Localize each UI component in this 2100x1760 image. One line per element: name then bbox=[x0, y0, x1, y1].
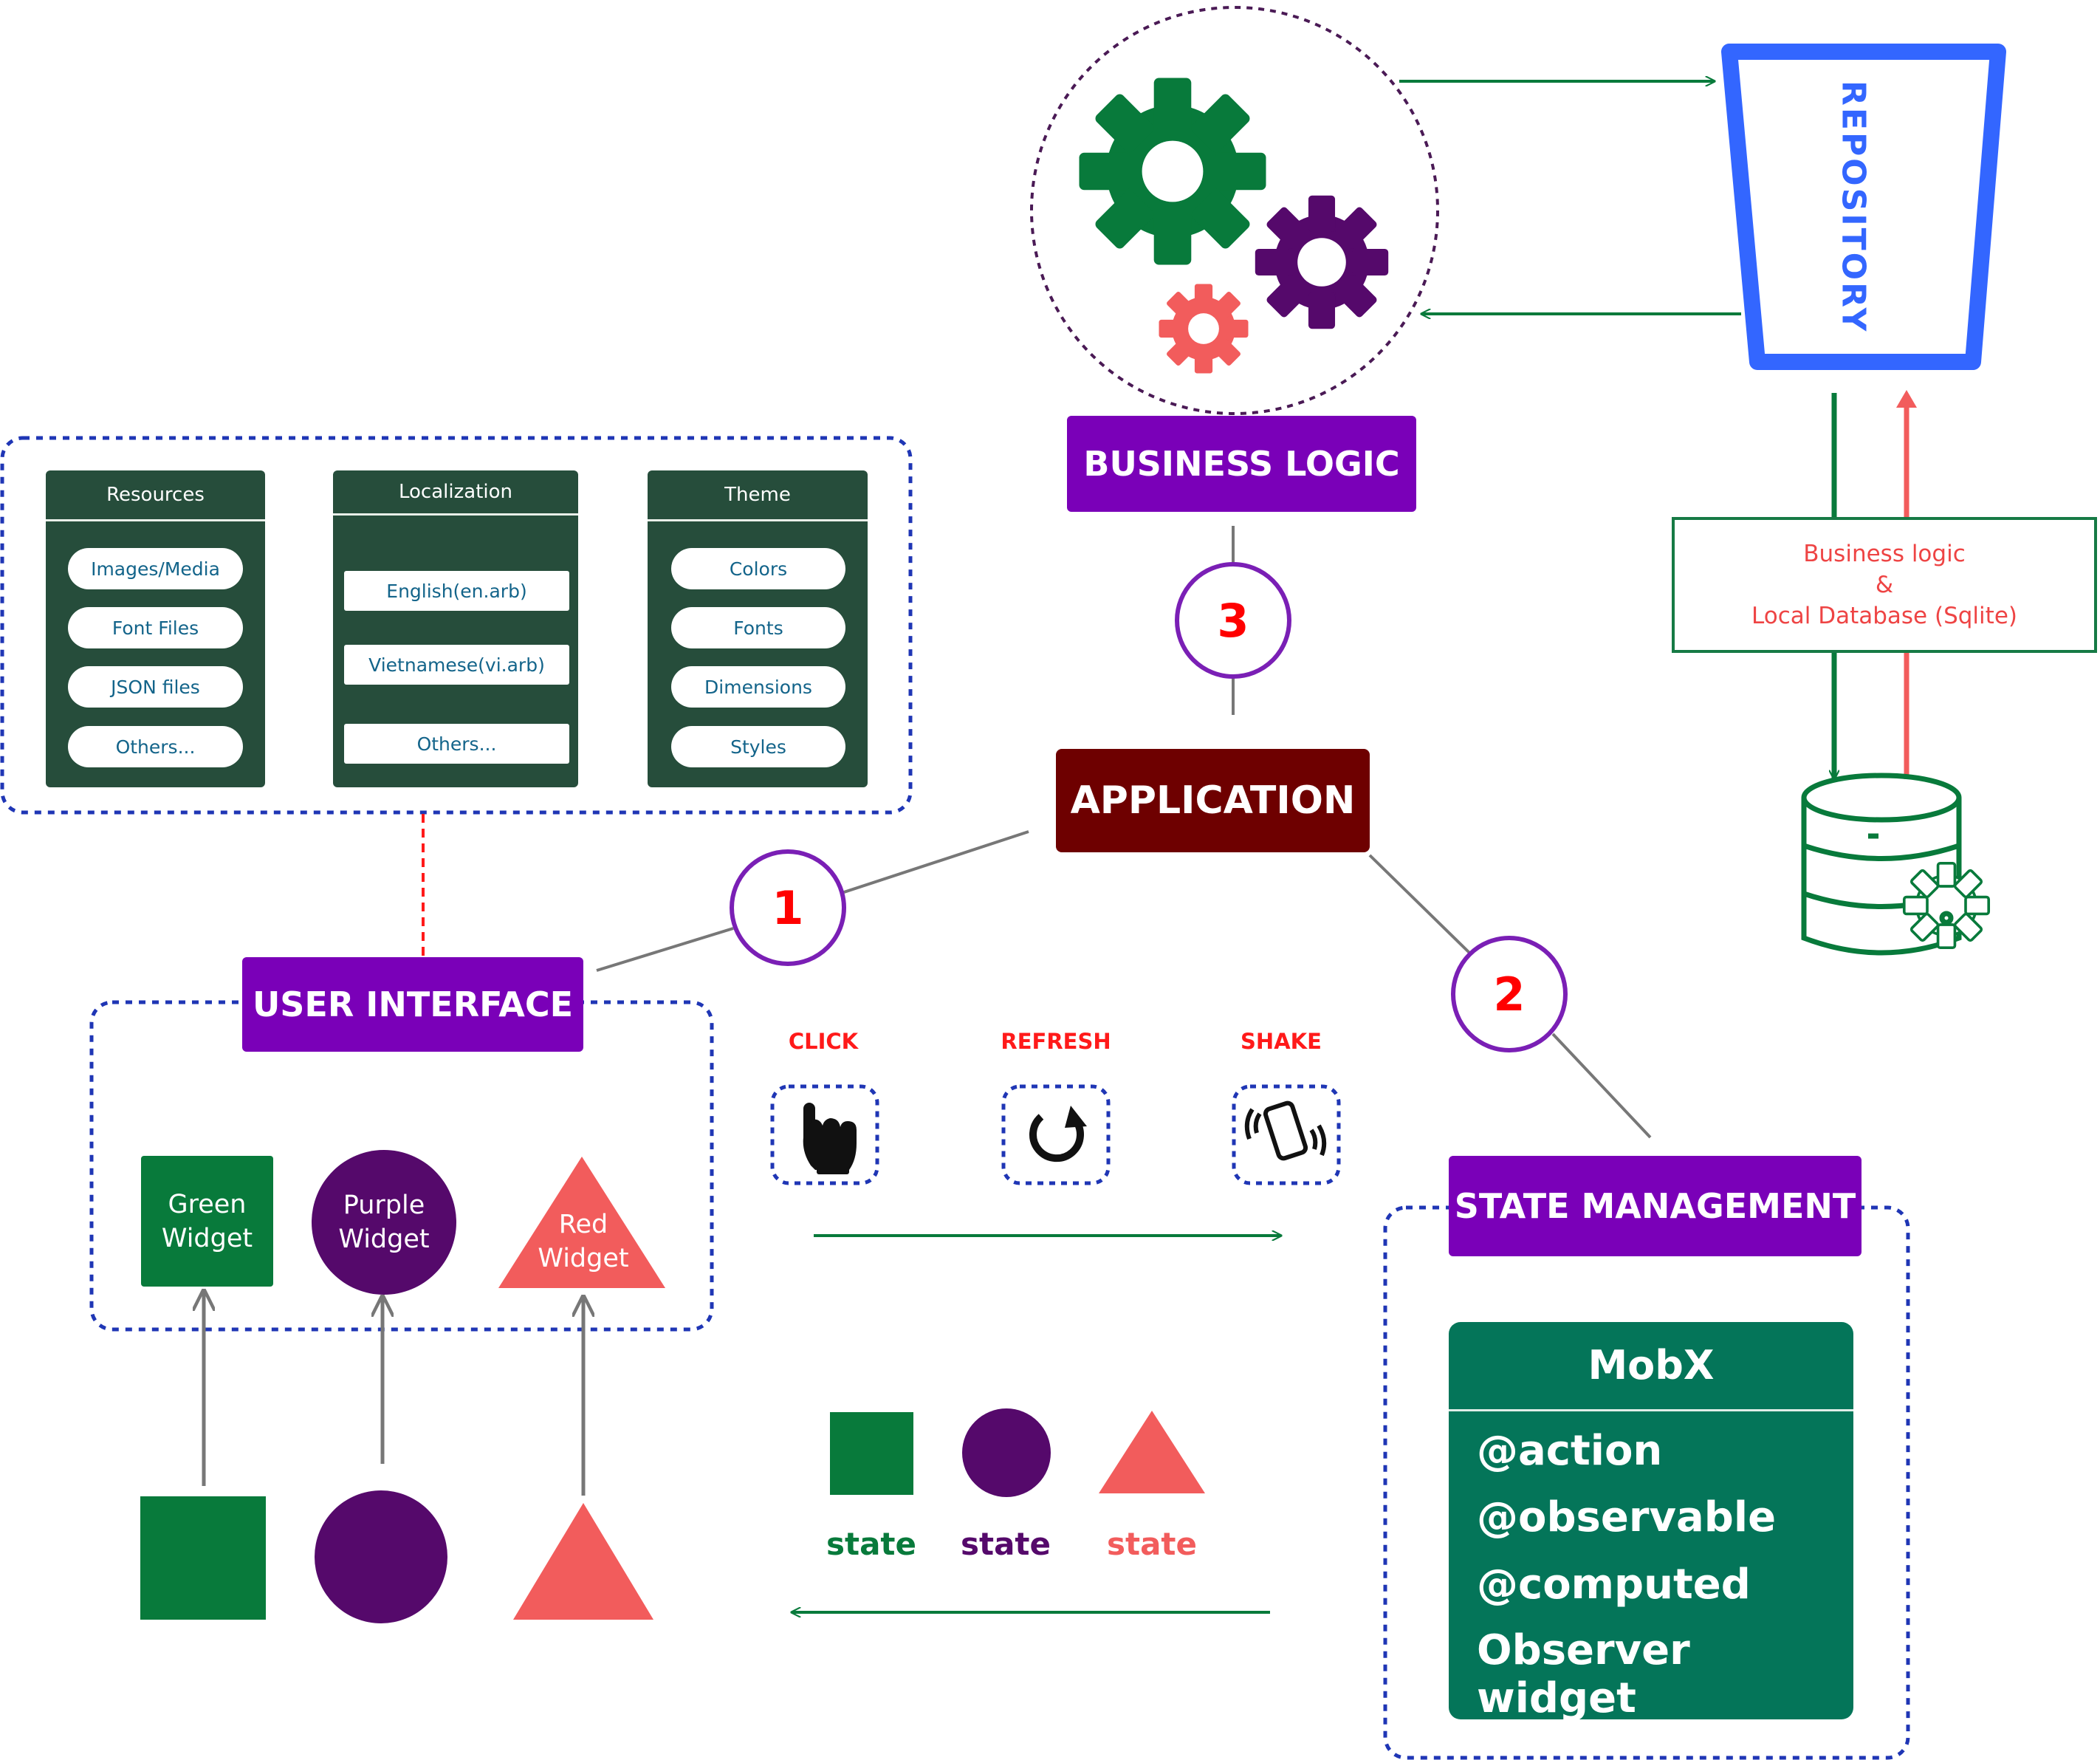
click-label: CLICK bbox=[788, 1029, 859, 1054]
mobx-item-observer-widget: Observer widget bbox=[1477, 1626, 1690, 1722]
resource-item: Font Files bbox=[68, 607, 243, 648]
refresh-icon bbox=[1029, 1114, 1084, 1163]
mobx-divider bbox=[1449, 1409, 1853, 1411]
localization-panel: Localization English(en.arb) Vietnamese(… bbox=[333, 470, 578, 787]
mobx-item-observable: @observable bbox=[1477, 1493, 1777, 1541]
resource-item: Others... bbox=[68, 726, 243, 767]
step-circle-1 bbox=[730, 849, 846, 966]
resource-item: Images/Media bbox=[68, 548, 243, 589]
repository-note-line: Business logic bbox=[1803, 541, 1966, 567]
theme-title: Theme bbox=[648, 470, 868, 521]
resource-item: JSON files bbox=[68, 666, 243, 708]
step-number-3: 3 bbox=[1217, 593, 1249, 648]
step-number-1: 1 bbox=[772, 880, 804, 935]
gear-icon-green bbox=[1079, 78, 1266, 265]
user-interface-label: USER INTERFACE bbox=[242, 957, 583, 1052]
click-icon-box bbox=[770, 1084, 879, 1185]
gear-icon-purple bbox=[1255, 195, 1389, 329]
business-logic-label: BUSINESS LOGIC bbox=[1067, 416, 1416, 512]
refresh-label: REFRESH bbox=[1001, 1029, 1111, 1054]
theme-panel: Theme Colors Fonts Dimensions Styles bbox=[648, 470, 868, 787]
theme-item: Dimensions bbox=[671, 666, 845, 708]
app-to-1-line bbox=[843, 830, 1029, 894]
resources-title: Resources bbox=[46, 470, 265, 521]
db-to-repo-arrowhead bbox=[1896, 390, 1917, 408]
localization-item: Vietnamese(vi.arb) bbox=[344, 645, 569, 685]
localization-title: Localization bbox=[333, 470, 578, 516]
state-management-label: STATE MANAGEMENT bbox=[1449, 1156, 1861, 1256]
purple-state-label: state bbox=[961, 1525, 1051, 1562]
mobx-item-action: @action bbox=[1477, 1427, 1663, 1475]
localization-item: Others... bbox=[344, 724, 569, 764]
green-state-shape-large bbox=[140, 1496, 266, 1620]
localization-item: English(en.arb) bbox=[344, 571, 569, 611]
resources-panel: Resources Images/Media Font Files JSON f… bbox=[46, 470, 265, 787]
repository-note-box: Business logic & Local Database (Sqlite) bbox=[1672, 517, 2097, 653]
red-state-shape-small bbox=[1099, 1411, 1205, 1493]
app-to-2-line bbox=[1368, 854, 1471, 954]
purple-widget-label: Purple Widget bbox=[338, 1191, 430, 1254]
theme-item: Styles bbox=[671, 726, 845, 767]
resources-container bbox=[0, 436, 913, 815]
theme-item: Colors bbox=[671, 548, 845, 589]
refresh-arrowhead bbox=[1065, 1106, 1087, 1128]
mobx-title: MobX bbox=[1588, 1341, 1715, 1389]
theme-item: Fonts bbox=[671, 607, 845, 648]
shake-label: SHAKE bbox=[1241, 1029, 1322, 1054]
gear-icon-red bbox=[1159, 284, 1249, 374]
database-icon bbox=[1801, 773, 1991, 956]
purple-state-shape-small bbox=[962, 1408, 1051, 1497]
red-state-label: state bbox=[1107, 1525, 1197, 1562]
green-widget-shape bbox=[141, 1156, 273, 1287]
2-to-sm-line bbox=[1551, 1033, 1652, 1139]
refresh-icon-box bbox=[1001, 1084, 1111, 1185]
hand-pointer-icon bbox=[803, 1103, 857, 1174]
step-circle-2 bbox=[1451, 936, 1568, 1052]
red-widget-label: Red Widget bbox=[538, 1210, 629, 1273]
purple-state-shape-large bbox=[315, 1490, 447, 1623]
shake-phone-icon bbox=[1244, 1100, 1327, 1161]
mobx-item-computed: @computed bbox=[1477, 1561, 1751, 1609]
step-circle-3 bbox=[1175, 562, 1291, 679]
repository-label: REPOSITORY bbox=[1834, 80, 1873, 334]
step-number-2: 2 bbox=[1493, 967, 1526, 1021]
business-logic-circle bbox=[1030, 6, 1439, 415]
1-to-ui-line bbox=[596, 927, 734, 972]
mobx-card: MobX @action @observable @computed Obser… bbox=[1449, 1322, 1853, 1722]
repository-note-line: & bbox=[1875, 572, 1894, 598]
repository-bucket bbox=[1721, 44, 2006, 370]
repository-note-line: Local Database (Sqlite) bbox=[1751, 603, 2017, 629]
green-widget-label: Green Widget bbox=[161, 1189, 253, 1253]
red-widget-shape bbox=[498, 1157, 665, 1288]
application-label: APPLICATION bbox=[1056, 749, 1370, 852]
red-state-shape-large bbox=[513, 1503, 653, 1620]
green-state-label: state bbox=[826, 1525, 916, 1562]
shake-icon-box bbox=[1232, 1084, 1341, 1185]
green-state-shape-small bbox=[830, 1412, 913, 1495]
purple-widget-shape bbox=[312, 1150, 456, 1295]
